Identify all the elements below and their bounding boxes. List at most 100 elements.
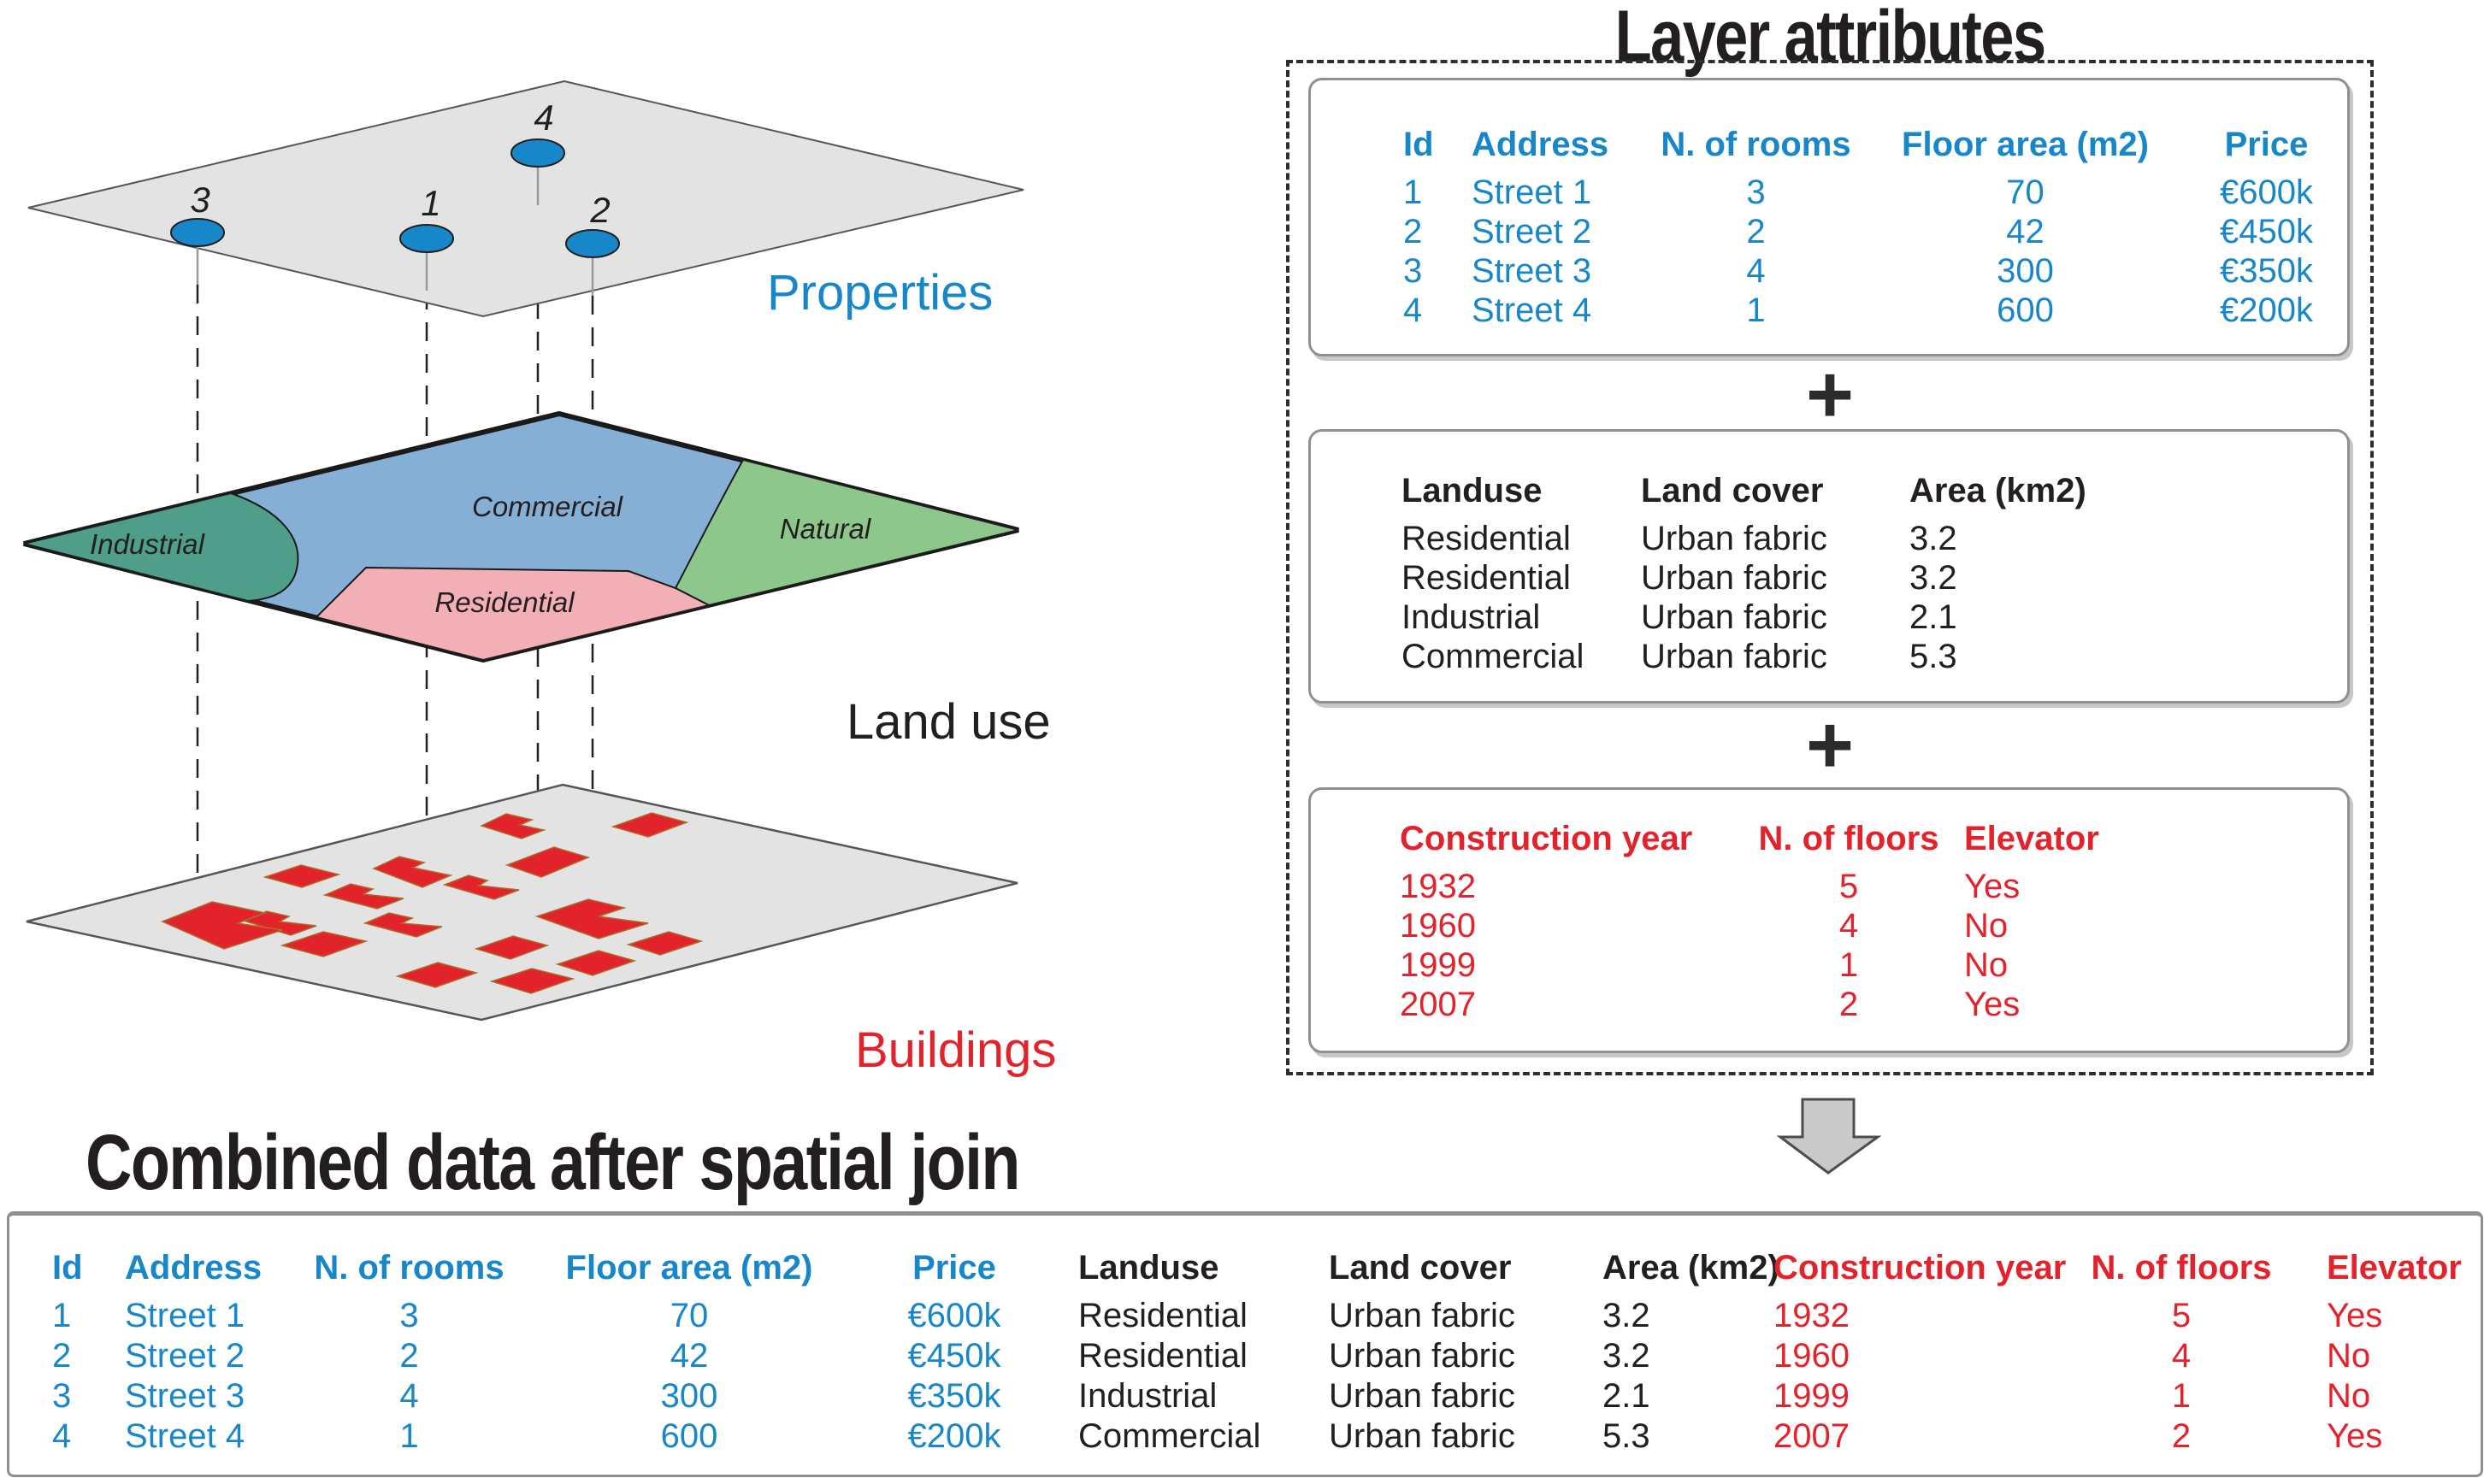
combined-table-header: Floor area (m2) bbox=[565, 1249, 813, 1287]
properties-attribute-table-cell: 1 bbox=[1403, 174, 1423, 211]
combined-table-cell: Residential bbox=[1078, 1297, 1248, 1334]
buildings-attribute-table-cell: 4 bbox=[1838, 907, 1859, 945]
properties-attribute-table-cell: 42 bbox=[2006, 213, 2045, 250]
buildings-layer-label: Buildings bbox=[855, 1022, 1056, 1078]
combined-table-cell: 3.2 bbox=[1602, 1297, 1650, 1334]
combined-table-cell: Urban fabric bbox=[1329, 1377, 1515, 1415]
properties-attribute-table-header: N. of rooms bbox=[1661, 126, 1851, 163]
properties-attribute-table-cell: €350k bbox=[2220, 252, 2313, 290]
landuse-attribute-table-cell: 3.2 bbox=[1909, 520, 1957, 557]
point-pins bbox=[196, 165, 594, 296]
combined-table-cell: Residential bbox=[1078, 1337, 1248, 1375]
plus-operator: + bbox=[1805, 699, 1855, 791]
point-label-3: 3 bbox=[190, 180, 209, 220]
combined-table-cell: 4 bbox=[52, 1417, 72, 1455]
combined-table-cell: Yes bbox=[2327, 1297, 2383, 1334]
properties-attribute-table-cell: 70 bbox=[2006, 174, 2045, 211]
buildings-attribute-table-cell: Yes bbox=[1964, 986, 2021, 1023]
properties-attribute-table-cell: 3 bbox=[1746, 174, 1766, 211]
point-marker-3 bbox=[170, 218, 225, 247]
landuse-attribute-table-cell: Residential bbox=[1401, 559, 1571, 597]
combined-table-cell: Street 4 bbox=[125, 1417, 245, 1455]
properties-attribute-table-cell: 2 bbox=[1746, 213, 1766, 250]
landuse-attribute-table-cell: Residential bbox=[1401, 520, 1571, 557]
buildings-attribute-table-cell: No bbox=[1964, 907, 2009, 945]
landuse-attribute-table-header: Landuse bbox=[1401, 472, 1543, 509]
region-residential-label: Residential bbox=[434, 586, 575, 618]
combined-table-cell: 2 bbox=[52, 1337, 72, 1375]
landuse-attribute-table-cell: Industrial bbox=[1401, 598, 1541, 636]
combined-table-cell: Yes bbox=[2327, 1417, 2383, 1455]
point-marker-2 bbox=[565, 229, 620, 258]
combined-table-cell: 2.1 bbox=[1602, 1377, 1650, 1415]
combined-title: Combined data after spatial join bbox=[86, 1119, 1021, 1206]
combined-table-cell: 4 bbox=[2171, 1337, 2192, 1375]
region-industrial-label: Industrial bbox=[90, 528, 206, 560]
landuse-attribute-table-cell: Urban fabric bbox=[1641, 598, 1827, 636]
buildings-attribute-table-cell: Yes bbox=[1964, 868, 2021, 905]
layer-attributes-panel bbox=[1286, 60, 2374, 1075]
building-footprints bbox=[161, 812, 704, 994]
combined-table-header: Landuse bbox=[1078, 1249, 1219, 1287]
combined-table-header: Construction year bbox=[1773, 1249, 2067, 1287]
landuse-attribute-table-header: Area (km2) bbox=[1909, 472, 2086, 509]
properties-attribute-table-cell: Street 3 bbox=[1472, 252, 1592, 290]
properties-attribute-table-cell: Street 2 bbox=[1472, 213, 1592, 250]
combined-table-cell: No bbox=[2327, 1337, 2371, 1375]
landuse-attribute-table-cell: 3.2 bbox=[1909, 559, 1957, 597]
combined-table-header: N. of rooms bbox=[314, 1249, 504, 1287]
properties-attribute-table-cell: Street 4 bbox=[1472, 292, 1592, 329]
landuse-attribute-table-cell: 2.1 bbox=[1909, 598, 1957, 636]
combined-table-header: Land cover bbox=[1329, 1249, 1512, 1287]
combined-table-header: Address bbox=[125, 1249, 263, 1287]
combined-table-cell: 1932 bbox=[1773, 1297, 1850, 1334]
properties-attribute-table-header: Id bbox=[1403, 126, 1434, 163]
buildings-attribute-table-cell: 1999 bbox=[1400, 946, 1476, 984]
landuse-attribute-table-cell: Commercial bbox=[1401, 638, 1584, 675]
combined-table-header: Id bbox=[52, 1249, 83, 1287]
combined-table-cell: 4 bbox=[399, 1377, 419, 1415]
landuse-attribute-table-cell: 5.3 bbox=[1909, 638, 1957, 675]
combined-table-cell: 2 bbox=[399, 1337, 419, 1375]
properties-attribute-table-cell: 1 bbox=[1746, 292, 1766, 329]
combined-table-cell: 5 bbox=[2171, 1297, 2192, 1334]
properties-attribute-table-cell: Street 1 bbox=[1472, 174, 1592, 211]
combined-table-cell: Commercial bbox=[1078, 1417, 1261, 1455]
combined-table-cell: Industrial bbox=[1078, 1377, 1218, 1415]
combined-table-cell: 300 bbox=[660, 1377, 718, 1415]
combined-table-header: Elevator bbox=[2327, 1249, 2462, 1287]
properties-attribute-table-cell: 600 bbox=[1997, 292, 2054, 329]
layers-diagram: Buildings Industrial Commercial Natural … bbox=[23, 80, 1056, 1078]
combined-table-cell: 3 bbox=[399, 1297, 419, 1334]
properties-attribute-table-cell: 4 bbox=[1403, 292, 1423, 329]
combined-table-cell: 42 bbox=[670, 1337, 709, 1375]
properties-attribute-table-header: Address bbox=[1472, 126, 1609, 163]
combined-table-header: Area (km2) bbox=[1602, 1249, 1779, 1287]
down-arrow-icon bbox=[1776, 1098, 1882, 1175]
buildings-layer: Buildings bbox=[26, 783, 1056, 1078]
combined-table-header: N. of floors bbox=[2091, 1249, 2272, 1287]
properties-attribute-table-cell: €600k bbox=[2220, 174, 2313, 211]
buildings-attribute-table-header: Construction year bbox=[1400, 820, 1693, 857]
properties-attribute-table-cell: €450k bbox=[2220, 213, 2313, 250]
point-markers bbox=[170, 138, 620, 258]
landuse-attribute-table-header: Land cover bbox=[1641, 472, 1824, 509]
combined-table-cell: Urban fabric bbox=[1329, 1297, 1515, 1334]
combined-table-cell: 1 bbox=[2171, 1377, 2192, 1415]
buildings-plane bbox=[26, 783, 1018, 1022]
combined-table-cell: €450k bbox=[907, 1337, 1001, 1375]
properties-attribute-table-cell: 4 bbox=[1746, 252, 1766, 290]
point-marker-1 bbox=[399, 224, 454, 253]
landuse-attribute-table-cell: Urban fabric bbox=[1641, 520, 1827, 557]
point-marker-4 bbox=[510, 138, 565, 168]
combined-table-cell: 70 bbox=[670, 1297, 709, 1334]
point-label-4: 4 bbox=[534, 97, 553, 138]
region-residential bbox=[315, 566, 711, 660]
combined-table-cell: Urban fabric bbox=[1329, 1337, 1515, 1375]
combined-table-cell: €600k bbox=[907, 1297, 1001, 1334]
combined-table-cell: Street 3 bbox=[125, 1377, 245, 1415]
